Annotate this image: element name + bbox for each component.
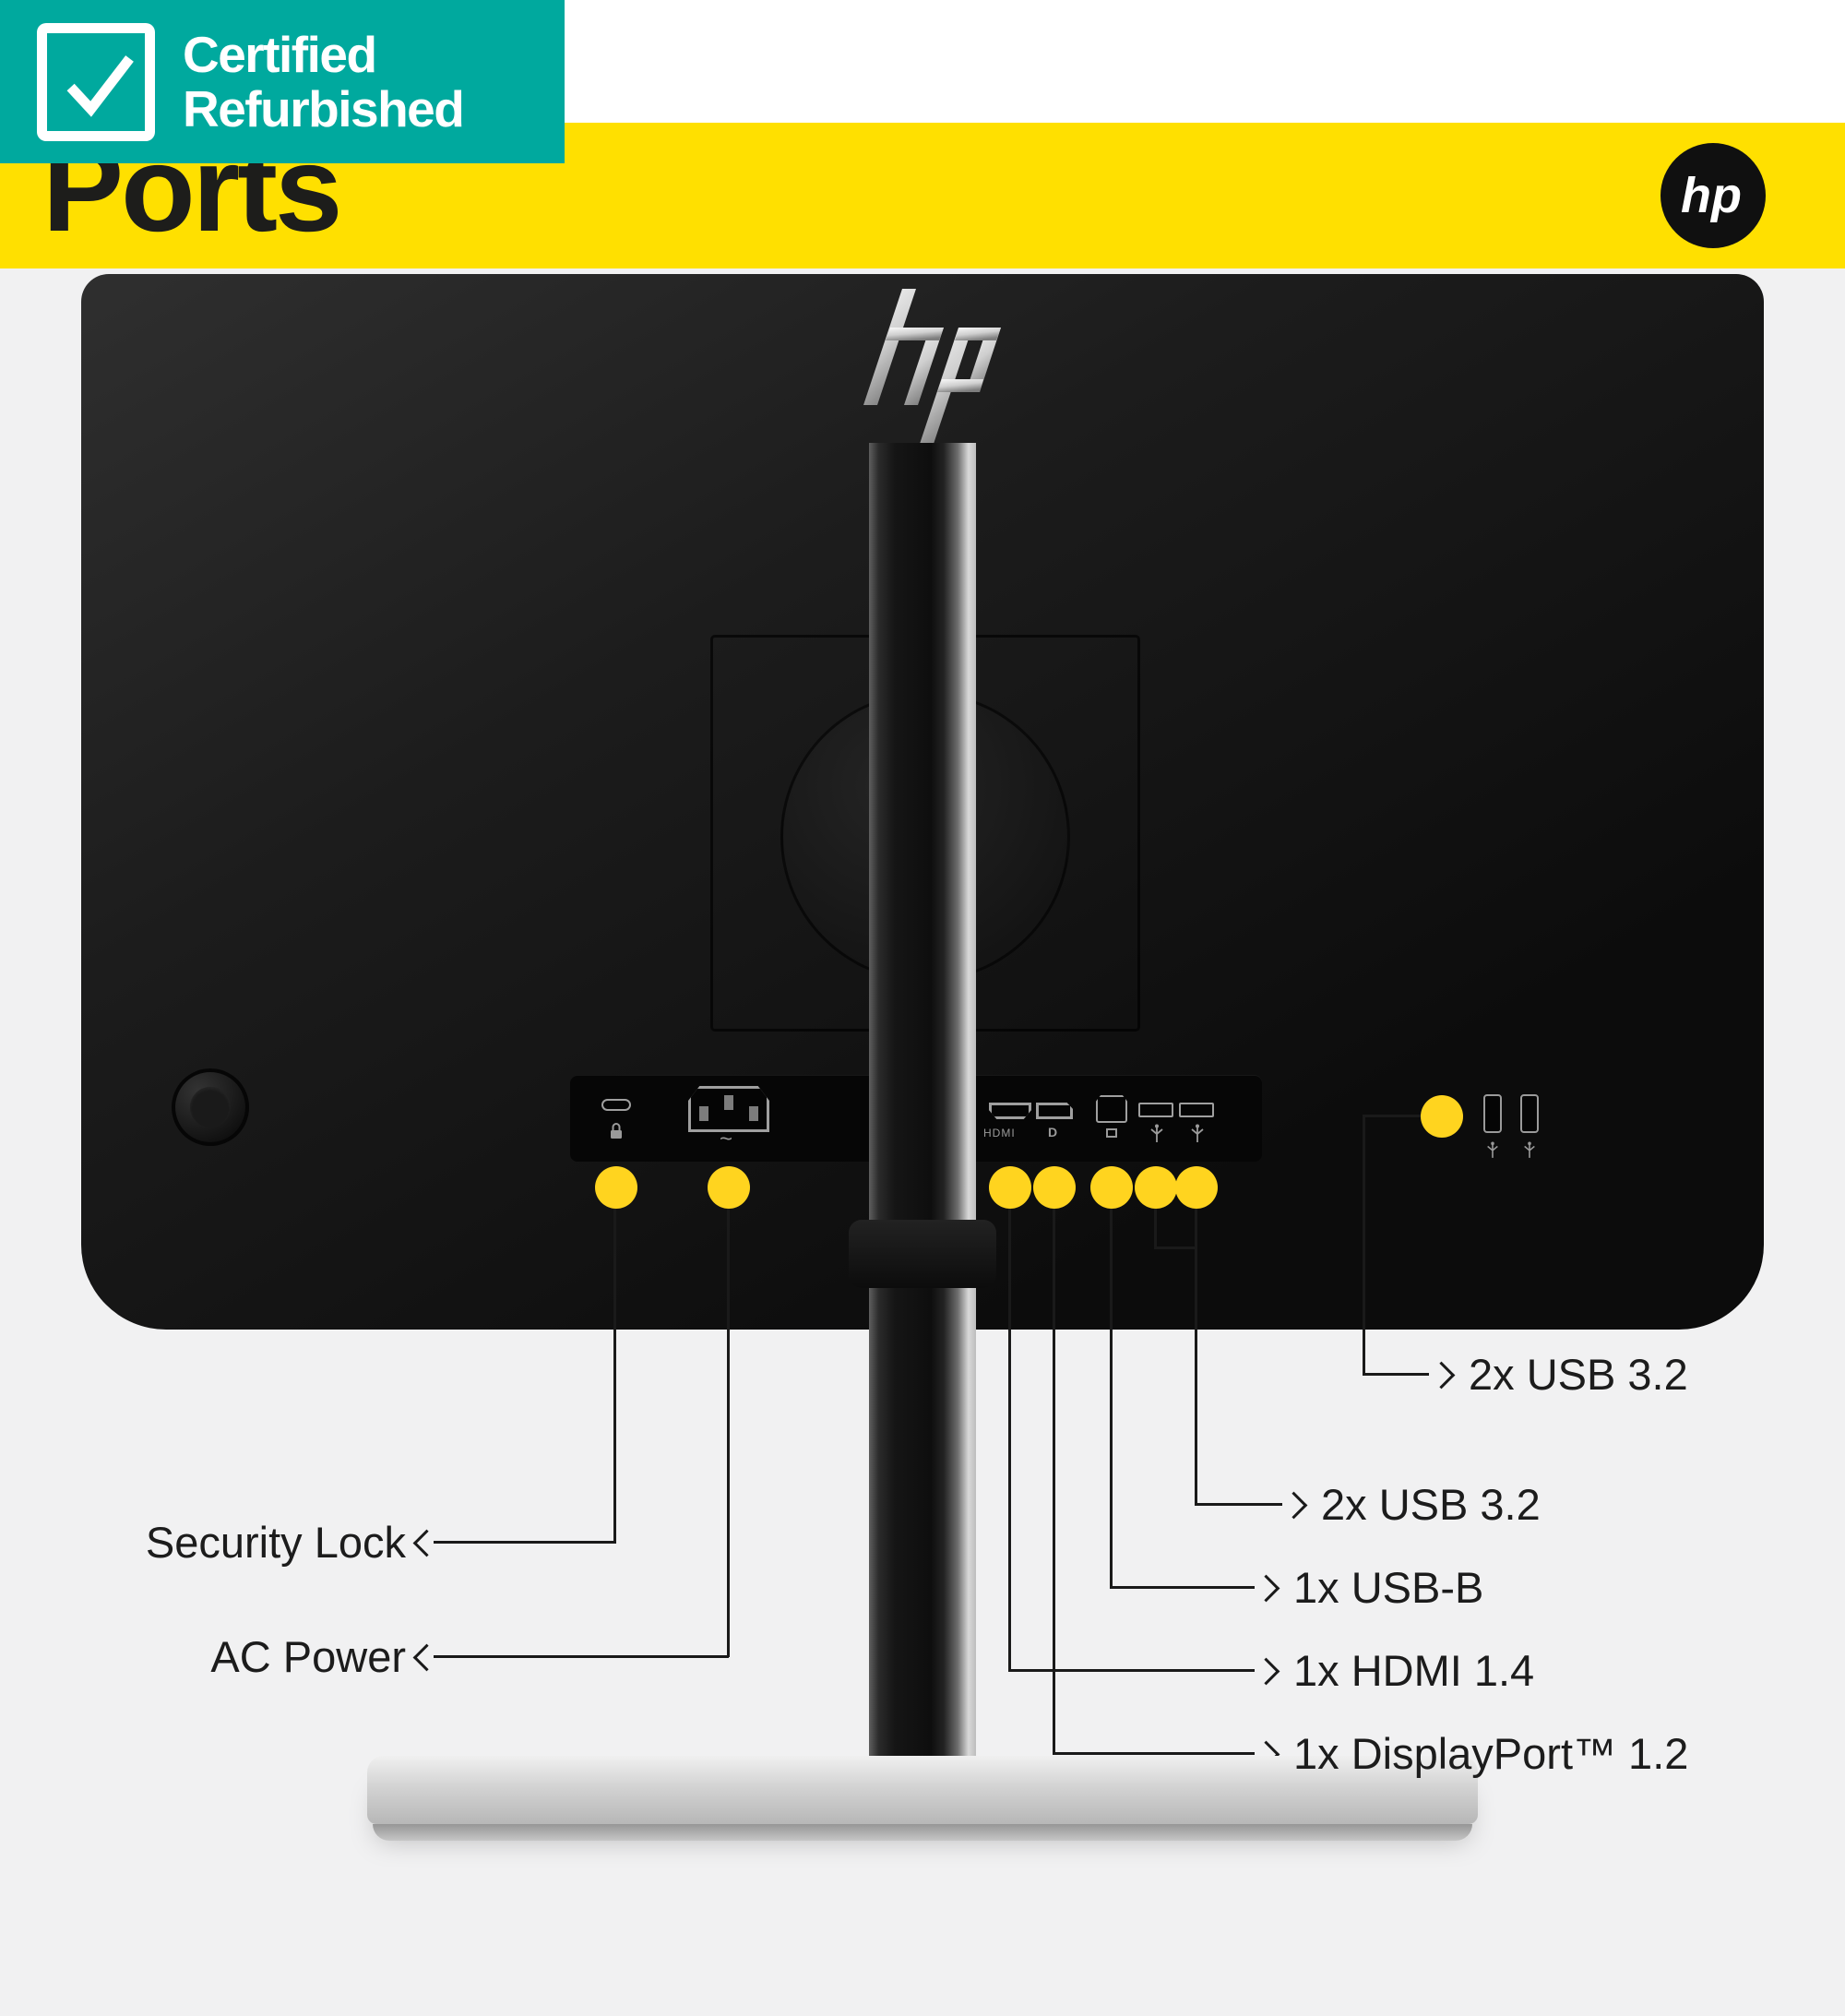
arrow-right-icon — [1427, 1361, 1456, 1390]
hdmi-port-caption: HDMI — [983, 1127, 1016, 1139]
callout-line-security-lock — [613, 1209, 616, 1543]
callout-dot-side-usb — [1421, 1095, 1463, 1138]
callout-line-usb-rear — [1154, 1209, 1157, 1249]
badge-line1: Certified — [183, 26, 377, 84]
displayport-caption: D — [1048, 1125, 1058, 1139]
usb-trident-icon — [1191, 1124, 1204, 1142]
callout-line-displayport — [1053, 1752, 1255, 1755]
callout-label-side-usb: 2x USB 3.2 — [1469, 1350, 1688, 1399]
callout-line-side-usb — [1363, 1115, 1422, 1117]
osd-joystick-button — [172, 1068, 249, 1146]
usb-b-port — [1096, 1095, 1127, 1123]
callout-line-ac-power — [727, 1209, 730, 1657]
callout-line-ac-power — [434, 1655, 729, 1658]
side-usb-a-port-2 — [1520, 1094, 1539, 1133]
callout-dot-usb-a-2 — [1175, 1166, 1218, 1209]
usb-trident-icon — [1487, 1141, 1498, 1158]
side-usb-a-port-1 — [1483, 1094, 1502, 1133]
callout-line-usb-b — [1110, 1209, 1113, 1589]
badge-line2: Refurbished — [183, 79, 465, 137]
callout-dot-usb-b — [1090, 1166, 1133, 1209]
ac-power-icon: ~ — [720, 1127, 733, 1151]
callout-label-ac-power: AC Power — [210, 1632, 406, 1681]
lock-icon — [611, 1123, 622, 1139]
callout-label-usb-rear: 2x USB 3.2 — [1321, 1480, 1541, 1529]
product-image-area: ~ HDMI D — [0, 268, 1845, 2016]
arrow-right-icon — [1252, 1574, 1280, 1603]
power-pin-right — [749, 1106, 758, 1121]
power-pin-left — [699, 1106, 708, 1121]
callout-line-usb-rear — [1154, 1247, 1197, 1249]
hp-logo-text: hp — [1681, 168, 1742, 223]
callout-dot-usb-a-1 — [1135, 1166, 1177, 1209]
monitor-stand-base — [367, 1756, 1478, 1824]
callout-label-hdmi: 1x HDMI 1.4 — [1293, 1646, 1535, 1695]
cable-management-clip — [849, 1220, 996, 1288]
callout-line-side-usb — [1363, 1115, 1365, 1375]
checkmark-icon — [66, 54, 134, 117]
displayport-port — [1036, 1103, 1073, 1119]
callout-line-side-usb — [1363, 1373, 1429, 1376]
callout-dot-displayport — [1033, 1166, 1076, 1209]
security-lock-slot — [601, 1099, 631, 1111]
callout-line-usb-rear — [1195, 1247, 1197, 1506]
usb-a-port-1 — [1138, 1103, 1173, 1117]
callout-dot-security-lock — [595, 1166, 637, 1209]
arrow-left-icon — [412, 1529, 441, 1557]
callout-line-usb-rear — [1195, 1503, 1282, 1506]
callout-dot-hdmi — [989, 1166, 1031, 1209]
callout-line-hdmi — [1008, 1669, 1255, 1672]
power-pin-center — [724, 1095, 733, 1110]
hp-logo: hp — [1660, 143, 1766, 248]
badge-text: Certified Refurbished — [183, 26, 465, 137]
usb-b-icon — [1106, 1128, 1117, 1138]
arrow-right-icon — [1280, 1491, 1308, 1520]
certified-refurbished-badge: Certified Refurbished — [0, 0, 565, 163]
callout-line-usb-b — [1110, 1586, 1255, 1589]
monitor-stand-base-edge — [373, 1824, 1472, 1841]
callout-label-usb-b: 1x USB-B — [1293, 1563, 1484, 1612]
callout-label-security-lock: Security Lock — [145, 1518, 406, 1567]
arrow-left-icon — [412, 1643, 441, 1672]
usb-charging-icon — [1524, 1141, 1535, 1158]
callout-line-displayport — [1053, 1209, 1055, 1755]
hp-monitor-logo-icon — [863, 289, 1001, 444]
usb-trident-icon — [1150, 1124, 1163, 1142]
hdmi-port — [989, 1103, 1031, 1119]
checkbox-check-icon — [37, 22, 155, 141]
callout-label-displayport: 1x DisplayPort™ 1.2 — [1293, 1729, 1689, 1778]
callout-line-usb-rear — [1195, 1209, 1197, 1249]
callout-line-security-lock — [434, 1541, 616, 1544]
usb-a-port-2 — [1179, 1103, 1214, 1117]
callout-line-hdmi — [1008, 1209, 1011, 1672]
monitor-stand-pole — [869, 443, 976, 1799]
callout-dot-ac-power — [708, 1166, 750, 1209]
arrow-right-icon — [1252, 1657, 1280, 1686]
